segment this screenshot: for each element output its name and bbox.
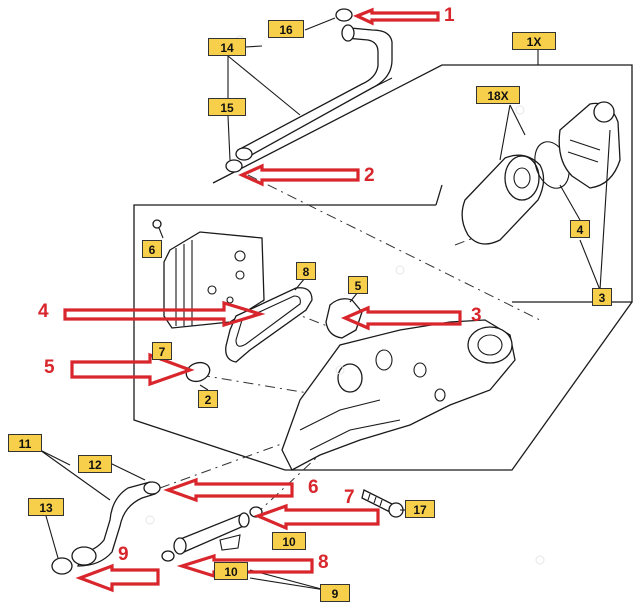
arrow-9 (75, 563, 160, 593)
arrow-7 (253, 503, 380, 531)
alignment-line-tube (254, 444, 331, 516)
marker-9: 9 (118, 544, 129, 565)
callout-6: 6 (142, 240, 162, 258)
callout-15: 15 (208, 98, 246, 116)
red-arrows (63, 7, 462, 593)
callout-16: 16 (268, 20, 304, 38)
callout-14: 14 (208, 38, 246, 56)
callout-4: 4 (570, 220, 590, 238)
marker-8: 8 (318, 552, 329, 573)
callout-17: 17 (405, 500, 435, 518)
alignment-line-pipe (247, 174, 541, 321)
o-ring-13 (51, 557, 73, 575)
callout-10-upper: 10 (272, 532, 306, 550)
arrow-1 (352, 7, 440, 26)
oil-filter-element (461, 154, 545, 245)
alignment-line-seal (199, 374, 321, 396)
screw-6 (152, 219, 164, 239)
callout-5: 5 (348, 276, 368, 294)
callout-18x: 18X (476, 86, 520, 104)
marker-3: 3 (471, 305, 482, 326)
o-ring-9-lower (161, 550, 175, 562)
bolt-17 (361, 489, 404, 518)
oil-cooler-kit-frame (133, 204, 633, 471)
marker-5: 5 (44, 357, 55, 378)
callout-7: 7 (152, 342, 172, 360)
callout-3: 3 (592, 288, 612, 306)
callout-1x: 1X (512, 32, 556, 50)
arrow-5 (70, 352, 195, 387)
o-ring-16 (335, 8, 353, 22)
oil-filter-cap (558, 101, 621, 189)
arrow-2 (238, 163, 360, 187)
lower-oil-hose (71, 481, 161, 567)
callout-12: 12 (78, 455, 112, 473)
callout-2: 2 (198, 390, 218, 408)
marker-6: 6 (308, 477, 319, 498)
marker-1: 1 (444, 5, 455, 26)
o-ring-15 (225, 159, 243, 173)
oil-filter-housing (281, 319, 516, 471)
marker-4: 4 (38, 301, 49, 322)
oil-tube-10 (173, 512, 250, 555)
upper-oil-pipe (235, 24, 393, 161)
arrow-3 (340, 305, 462, 331)
callout-13: 13 (28, 498, 64, 516)
callout-8: 8 (296, 262, 316, 280)
arrow-4 (63, 300, 266, 328)
arrow-6 (163, 477, 294, 503)
filter-kit-frame (212, 64, 633, 303)
callout-10-lower: 10 (214, 562, 248, 580)
marker-7: 7 (344, 487, 355, 508)
seal-7 (185, 361, 211, 383)
callout-11: 11 (8, 434, 42, 452)
marker-2: 2 (364, 165, 375, 186)
frame-joint (435, 184, 443, 206)
oil-cooler (163, 231, 265, 329)
cooler-gasket-inner (235, 295, 301, 347)
callout-9: 9 (320, 584, 350, 602)
